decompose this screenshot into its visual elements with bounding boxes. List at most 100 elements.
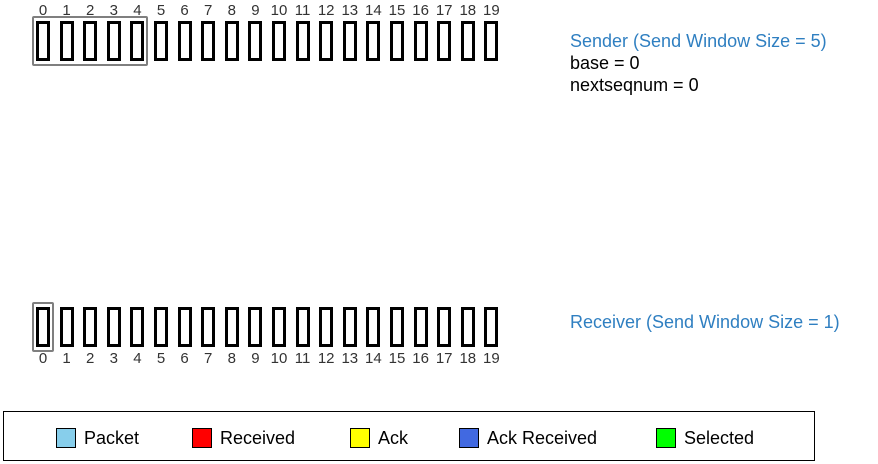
sender-index-label: 12 (317, 2, 335, 19)
sender-index-label: 9 (251, 2, 260, 19)
sender-slot-19[interactable] (484, 21, 499, 61)
receiver-slot-18[interactable] (460, 307, 475, 347)
receiver-index-label: 13 (341, 350, 359, 367)
receiver-slot-8[interactable] (224, 307, 239, 347)
sender-title: Sender (Send Window Size = 5) (570, 31, 827, 51)
sender-nextseqnum: nextseqnum = 0 (570, 75, 699, 95)
receiver-slot-10[interactable] (272, 307, 286, 347)
ack-received-swatch-icon (459, 428, 479, 448)
legend-item-received: Received (192, 426, 295, 450)
legend-label-ack: Ack (378, 427, 409, 448)
sender-slot-1[interactable] (59, 21, 74, 61)
sender-index-label: 18 (459, 2, 477, 19)
receiver-index-label: 11 (294, 350, 311, 367)
receiver-index-label: 4 (133, 350, 142, 367)
sender-index-label: 10 (270, 2, 288, 19)
receiver-index-label: 6 (180, 350, 189, 367)
sender-index-label: 2 (86, 2, 95, 19)
receiver-index-label: 12 (317, 350, 335, 367)
receiver-slot-3[interactable] (106, 307, 121, 347)
receiver-slot-12[interactable] (319, 307, 334, 347)
receiver-slot-15[interactable] (390, 307, 404, 347)
sender-index-label: 4 (133, 2, 142, 19)
receiver-slot-14[interactable] (366, 307, 381, 347)
sender-window-frame (32, 16, 149, 66)
receiver-index-label: 7 (204, 350, 213, 367)
sender-index-label: 13 (341, 2, 359, 19)
sender-info: Sender (Send Window Size = 5) base = 0 n… (570, 30, 827, 96)
receiver-index-label: 5 (156, 350, 166, 367)
sender-index-label: 6 (180, 2, 189, 19)
sender-index-label: 16 (412, 2, 429, 19)
sender-slot-3[interactable] (106, 21, 121, 61)
legend-label-received: Received (220, 427, 296, 448)
sender-index-label: 17 (435, 2, 453, 19)
sender-slot-15[interactable] (390, 21, 404, 61)
sender-index-label: 19 (483, 2, 500, 19)
sender-slot-9[interactable] (248, 21, 263, 61)
sender-index-label: 7 (204, 2, 213, 19)
receiver-window-frame (32, 302, 54, 352)
sender-slot-13[interactable] (342, 21, 357, 61)
sender-slot-16[interactable] (413, 21, 428, 61)
receiver-slot-9[interactable] (248, 307, 263, 347)
sender-base: base = 0 (570, 53, 640, 73)
receiver-index-label: 8 (227, 350, 236, 367)
sender-index-label: 15 (388, 2, 406, 19)
receiver-index-label: 15 (388, 350, 406, 367)
sender-slot-12[interactable] (319, 21, 334, 61)
receiver-index-label: 14 (365, 350, 382, 367)
sender-slot-5[interactable] (154, 21, 168, 61)
receiver-info: Receiver (Send Window Size = 1) (570, 311, 840, 333)
sender-index-label: 3 (109, 2, 118, 19)
receiver-slot-6[interactable] (177, 307, 192, 347)
receiver-slot-4[interactable] (130, 307, 145, 347)
receiver-slot-0[interactable] (36, 307, 50, 347)
sender-slot-14[interactable] (366, 21, 381, 61)
receiver-index-label: 2 (86, 350, 95, 367)
legend-label-selected: Selected (684, 427, 755, 448)
legend-item-ack: Ack (350, 426, 408, 450)
receiver-slot-1[interactable] (59, 307, 74, 347)
legend-item-selected: Selected (656, 426, 754, 450)
sender-slot-17[interactable] (437, 21, 452, 61)
selected-swatch-icon (656, 428, 676, 448)
sender-slot-18[interactable] (460, 21, 475, 61)
sender-index-label: 14 (365, 2, 382, 19)
receiver-index-label: 18 (459, 350, 477, 367)
receiver-slot-19[interactable] (484, 307, 499, 347)
sender-slot-8[interactable] (224, 21, 239, 61)
legend: Packet Received Ack Ack Received Selecte… (3, 411, 815, 461)
receiver-slot-7[interactable] (201, 307, 216, 347)
receiver-slot-17[interactable] (437, 307, 452, 347)
sender-index-label: 5 (156, 2, 166, 19)
receiver-index-label: 9 (251, 350, 260, 367)
sender-slot-11[interactable] (295, 21, 310, 61)
receiver-index-label: 16 (412, 350, 429, 367)
sender-slot-2[interactable] (83, 21, 98, 61)
legend-item-ack-received: Ack Received (459, 426, 597, 450)
sender-slot-10[interactable] (272, 21, 286, 61)
legend-label-ack-received: Ack Received (487, 427, 598, 448)
sender-index-label: 11 (294, 2, 311, 19)
receiver-slot-13[interactable] (342, 307, 357, 347)
sender-slot-0[interactable] (36, 21, 50, 61)
legend-label-packet: Packet (84, 427, 140, 448)
sender-index-label: 1 (62, 2, 71, 19)
sender-slot-4[interactable] (130, 21, 145, 61)
receiver-slot-11[interactable] (295, 307, 310, 347)
sender-index-label: 8 (227, 2, 236, 19)
receiver-slot-2[interactable] (83, 307, 98, 347)
received-swatch-icon (192, 428, 212, 448)
receiver-slot-5[interactable] (154, 307, 168, 347)
sender-slot-6[interactable] (177, 21, 192, 61)
ack-swatch-icon (350, 428, 370, 448)
receiver-slot-16[interactable] (413, 307, 428, 347)
sender-slot-7[interactable] (201, 21, 216, 61)
receiver-index-label: 1 (62, 350, 71, 367)
legend-item-packet: Packet (56, 426, 139, 450)
packet-swatch-icon (56, 428, 76, 448)
receiver-index-label: 19 (483, 350, 500, 367)
